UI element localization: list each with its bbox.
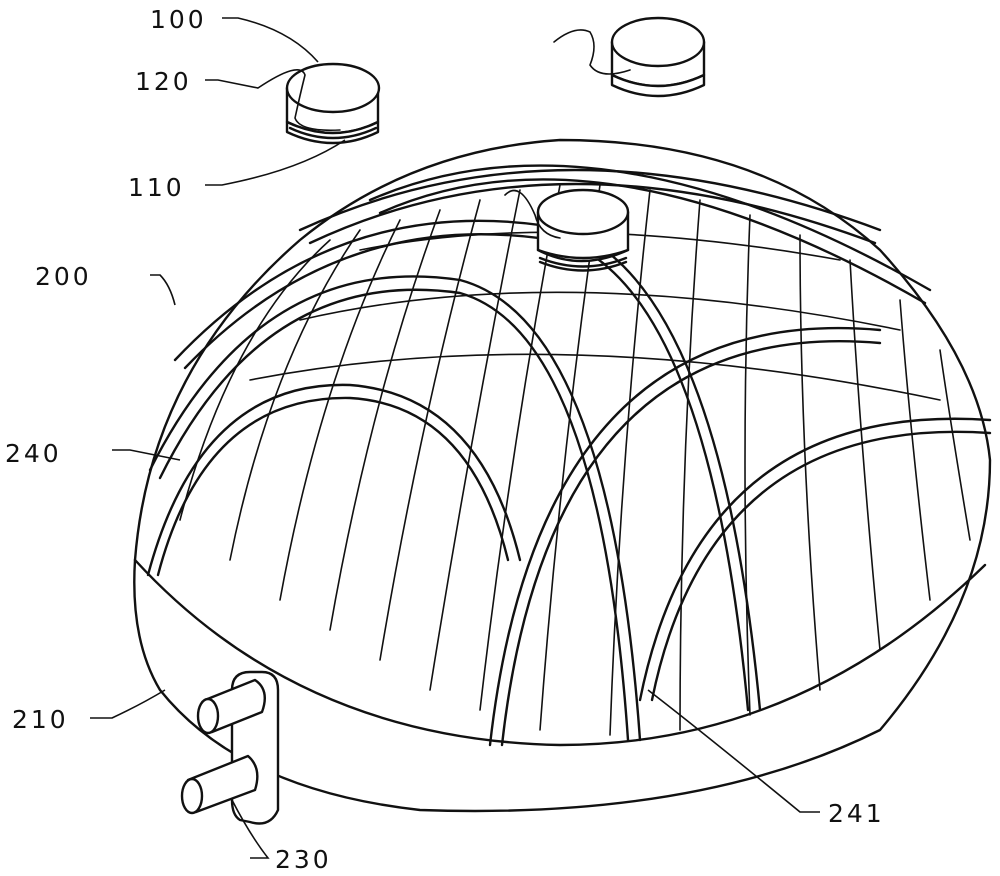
leader-lines: [90, 17, 820, 859]
sensor-module-right: [553, 16, 706, 98]
label-110: 110: [128, 173, 185, 202]
label-241: 241: [828, 799, 885, 828]
label-230: 230: [275, 845, 332, 874]
inner-ribs: [179, 184, 971, 736]
label-240: 240: [5, 439, 62, 468]
sensor-module-left: [257, 62, 381, 145]
label-120: 120: [135, 67, 192, 96]
label-200: 200: [35, 262, 92, 291]
reference-labels: 100 120 110 200 240 210 241 230: [5, 5, 885, 874]
label-100: 100: [150, 5, 207, 34]
outlet-pipe: [180, 670, 280, 825]
sensor-module-center: [504, 188, 630, 272]
label-210: 210: [12, 705, 69, 734]
